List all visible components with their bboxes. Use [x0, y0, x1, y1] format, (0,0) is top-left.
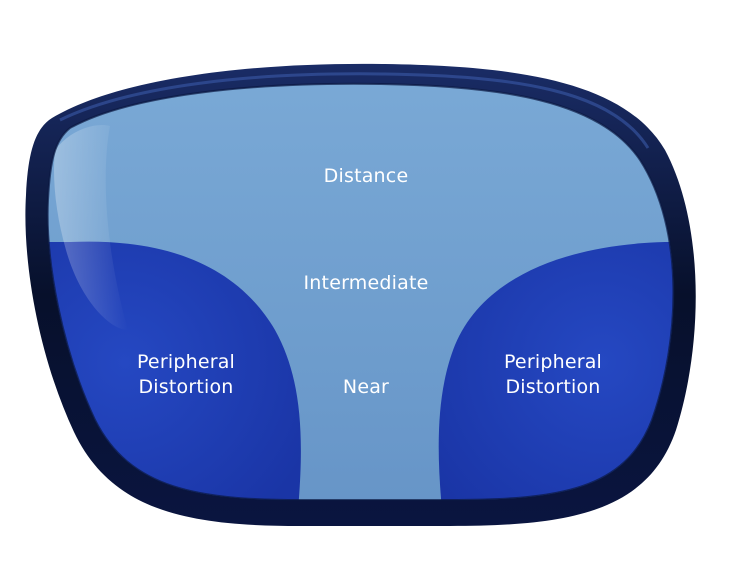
left-peripheral-label-line2: Distortion: [138, 376, 234, 398]
intermediate-zone-label: Intermediate: [303, 272, 429, 294]
left-peripheral-label-line1: Peripheral: [136, 351, 236, 373]
distance-zone-label: Distance: [323, 165, 409, 187]
right-peripheral-distortion-label: Peripheral Distortion: [504, 350, 602, 400]
right-peripheral-label-line2: Distortion: [505, 376, 601, 398]
lens-frame-highlight: [59, 72, 650, 149]
lens-gloss-reflection: [54, 125, 128, 330]
lens-inner-edge: [46, 82, 675, 501]
right-peripheral-label-line1: Peripheral: [503, 351, 603, 373]
left-peripheral-distortion-label: Peripheral Distortion: [137, 350, 235, 400]
near-zone-label: Near: [342, 376, 390, 398]
